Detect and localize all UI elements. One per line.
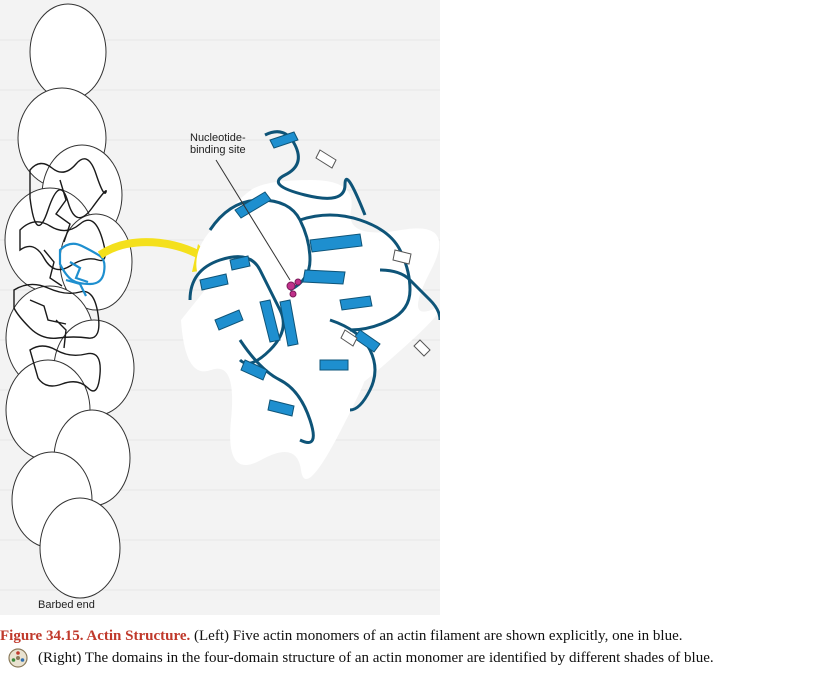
nucleotide-site-label-line2: binding site — [190, 144, 246, 156]
filament-ribbon-detail — [13, 158, 107, 392]
filament-monomer — [39, 497, 121, 599]
barbed-end-label: Barbed end — [38, 599, 95, 611]
media-reel-icon[interactable] — [4, 647, 32, 669]
actin-figure-image: Nucleotide- binding site Barbed end — [0, 0, 440, 615]
nucleotide-site-label: Nucleotide- — [190, 132, 246, 144]
yellow-arrow — [97, 238, 208, 262]
filament-monomer — [29, 3, 107, 101]
figure-label: Figure 34.15. Actin Structure. — [0, 628, 191, 644]
figure-caption: Figure 34.15. Actin Structure. (Left) Fi… — [0, 626, 823, 669]
caption-line-1: Figure 34.15. Actin Structure. (Left) Fi… — [0, 626, 823, 647]
actin-monomer-structure — [181, 130, 440, 479]
highlighted-monomer — [58, 242, 106, 297]
caption-line-2: (Right) The domains in the four-domain s… — [0, 647, 823, 669]
nucleotide-site-pointer — [215, 159, 291, 281]
caption-text-left: (Left) Five actin monomers of an actin f… — [190, 628, 683, 644]
nucleotide-marker — [286, 278, 302, 298]
caption-text-right: (Right) The domains in the four-domain s… — [38, 649, 714, 666]
